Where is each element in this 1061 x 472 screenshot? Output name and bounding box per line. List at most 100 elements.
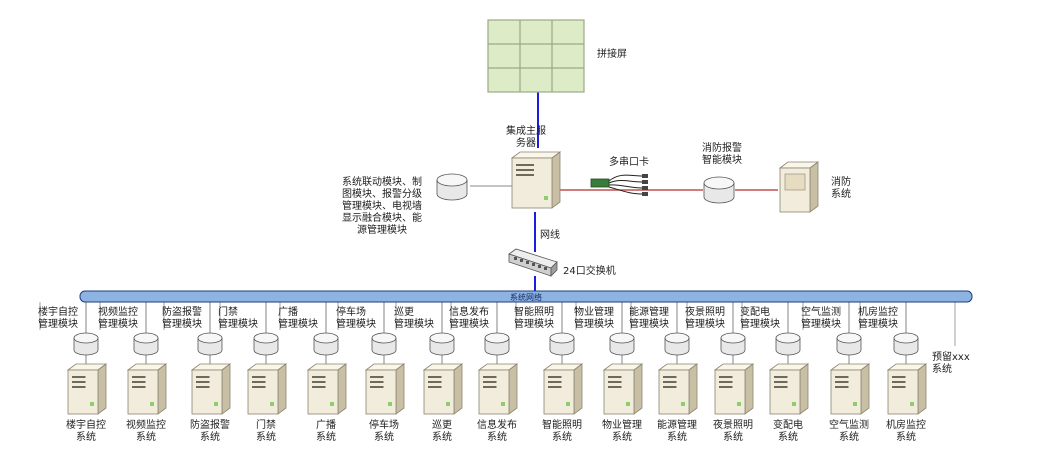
subsystem-module-label: 广播 管理模块 bbox=[278, 307, 318, 330]
subsystem-server-icon-led bbox=[853, 402, 857, 406]
subsystem-server-icon bbox=[364, 363, 406, 415]
subsystem-system-label: 信息发布 系统 bbox=[477, 420, 517, 443]
subsystem-module-label: 变配电 管理模块 bbox=[740, 307, 780, 330]
subsystem-server-icon-slot bbox=[774, 386, 788, 388]
serial-card-cable bbox=[608, 186, 643, 195]
subsystem-server-icon bbox=[306, 363, 348, 415]
subsystem-module-disk-top bbox=[429, 332, 455, 344]
subsystem-module-label: 信息发布 管理模块 bbox=[449, 307, 489, 330]
subsystem-system-label: 变配电 系统 bbox=[773, 420, 803, 443]
subsystem-server-icon-slot bbox=[312, 386, 326, 388]
subsystem-server-icon-led bbox=[90, 402, 94, 406]
subsystem-server-icon-slot bbox=[892, 386, 906, 388]
subsystem-server-icon-slot bbox=[835, 386, 849, 388]
subsystem-system-label: 楼宇自控 系统 bbox=[66, 420, 106, 443]
subsystem-server-icon-slot bbox=[312, 376, 326, 378]
subsystem-system-label: 机房监控 系统 bbox=[886, 420, 926, 443]
subsystem-server-icon-side bbox=[221, 363, 231, 415]
subsystem-system-label: 门禁 系统 bbox=[256, 420, 276, 443]
switch-port bbox=[538, 265, 541, 268]
subsystem-server-icon-led bbox=[792, 402, 796, 406]
subsystem-server-icon bbox=[602, 363, 644, 415]
subsystem-server-icon-slot bbox=[663, 381, 677, 383]
subsystem-module-disk-top bbox=[484, 332, 510, 344]
subsystem-module-disk-top bbox=[609, 332, 635, 344]
subsystem-module-disk bbox=[313, 332, 339, 356]
subsystem-server-icon-led bbox=[214, 402, 218, 406]
subsystem-server-icon-side bbox=[860, 363, 870, 415]
subsystem-system-label: 停车场 系统 bbox=[369, 420, 399, 443]
serial-card-connector bbox=[642, 192, 648, 196]
switch-label: 24口交换机 bbox=[563, 266, 616, 277]
subsystem-module-disk bbox=[484, 332, 510, 356]
subsystem-module-disk-top bbox=[197, 332, 223, 344]
subsystem-module-disk-top bbox=[836, 332, 862, 344]
subsystem-server-icon-slot bbox=[252, 386, 266, 388]
main-server-label: 集成主服 务器 bbox=[506, 126, 546, 149]
subsystem-server-icon-slot bbox=[548, 386, 562, 388]
main-server-modules-label: 系统联动模块、制 图模块、报警分级 管理模块、电视墙 显示融合模块、能 源管理模… bbox=[342, 177, 422, 236]
subsystem-server-icon-side bbox=[337, 363, 347, 415]
subsystem-server-icon-slot bbox=[892, 376, 906, 378]
fire-alarm-module-label: 消防报警 智能模块 bbox=[702, 143, 742, 166]
subsystem-server-icon-slot bbox=[608, 386, 622, 388]
main-server-icon-slot bbox=[516, 174, 534, 176]
splice-screen-frame bbox=[487, 19, 585, 93]
splice-screen bbox=[487, 19, 585, 93]
subsystem-module-disk bbox=[893, 332, 919, 356]
subsystem-server-icon bbox=[190, 363, 232, 415]
subsystem-server-icon-side bbox=[395, 363, 405, 415]
subsystem-server-icon-side bbox=[573, 363, 583, 415]
subsystem-module-label: 巡更 管理模块 bbox=[394, 307, 434, 330]
subsystem-module-disk bbox=[549, 332, 575, 356]
switch-port bbox=[532, 263, 535, 266]
switch-24-port-icon bbox=[508, 248, 558, 277]
subsystem-module-label: 能源管理 管理模块 bbox=[629, 307, 669, 330]
subsystem-server-icon-side bbox=[917, 363, 927, 415]
subsystem-server-icon-slot bbox=[72, 386, 86, 388]
subsystem-module-label: 视频监控 管理模块 bbox=[98, 307, 138, 330]
subsystem-server-icon-slot bbox=[370, 376, 384, 378]
subsystem-server-icon bbox=[66, 363, 108, 415]
switch-side bbox=[550, 261, 558, 277]
subsystem-server-icon-led bbox=[566, 402, 570, 406]
subsystem-module-disk bbox=[664, 332, 690, 356]
fire-alarm-module-disk-top bbox=[703, 176, 735, 190]
subsystem-system-label: 空气监测 系统 bbox=[829, 420, 869, 443]
subsystem-server-icon bbox=[829, 363, 871, 415]
subsystem-server-icon-led bbox=[501, 402, 505, 406]
subsystem-module-disk-top bbox=[893, 332, 919, 344]
subsystem-module-disk bbox=[197, 332, 223, 356]
subsystem-module-disk bbox=[720, 332, 746, 356]
subsystem-module-disk bbox=[73, 332, 99, 356]
subsystem-server-icon-slot bbox=[548, 376, 562, 378]
subsystem-module-disk bbox=[836, 332, 862, 356]
subsystem-server-icon bbox=[422, 363, 464, 415]
main-server-icon-slot bbox=[516, 169, 534, 171]
subsystem-system-label: 能源管理 系统 bbox=[657, 420, 697, 443]
subsystem-server-icon-side bbox=[453, 363, 463, 415]
serial-card-connector bbox=[642, 186, 648, 190]
subsystem-server-icon-slot bbox=[835, 381, 849, 383]
diagram-shapes bbox=[66, 19, 973, 415]
fire-system-cabinet-icon bbox=[778, 161, 820, 213]
subsystem-server-icon-led bbox=[626, 402, 630, 406]
subsystem-server-icon-slot bbox=[774, 376, 788, 378]
subsystem-system-label: 夜景照明 系统 bbox=[713, 420, 753, 443]
serial-card-connector bbox=[642, 174, 648, 178]
subsystem-server-icon-slot bbox=[252, 381, 266, 383]
subsystem-server-icon-side bbox=[633, 363, 643, 415]
subsystem-server-icon-slot bbox=[132, 386, 146, 388]
splice-screen-label: 拼接屏 bbox=[597, 49, 627, 60]
network-cable-label: 网线 bbox=[540, 230, 560, 241]
main-server-icon bbox=[510, 151, 562, 209]
subsystem-server-icon-slot bbox=[132, 381, 146, 383]
fire-cabinet-panel bbox=[784, 173, 806, 191]
system-network-bus-label: 系统网络 bbox=[510, 293, 542, 302]
subsystem-server-icon-side bbox=[744, 363, 754, 415]
subsystem-module-label: 楼宇自控 管理模块 bbox=[38, 307, 78, 330]
subsystem-server-icon-slot bbox=[892, 381, 906, 383]
subsystem-server-icon-led bbox=[388, 402, 392, 406]
subsystem-module-disk bbox=[133, 332, 159, 356]
